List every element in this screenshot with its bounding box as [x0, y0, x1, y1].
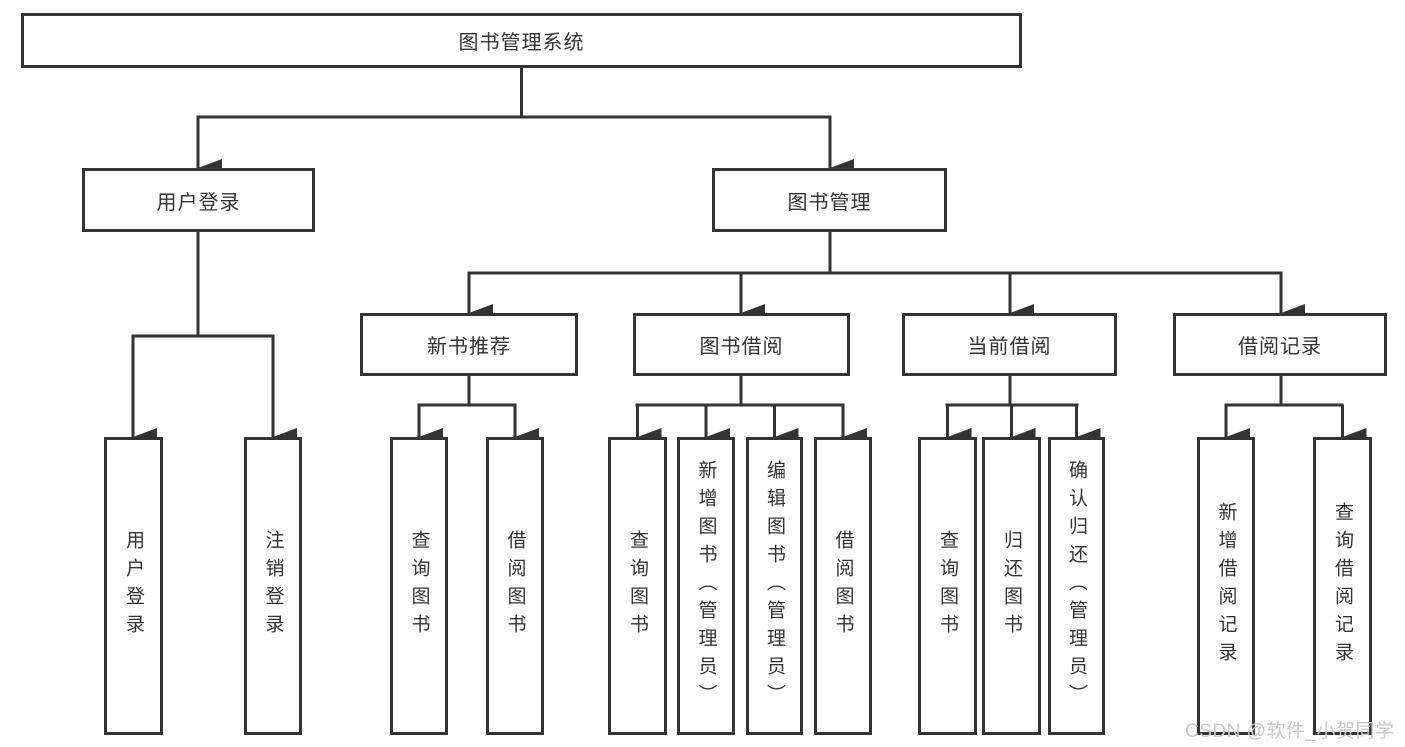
node-new-book-recommend: 新书推荐: [360, 313, 578, 376]
leaf-edit-book-admin: 编辑图书（管理员）: [746, 437, 803, 735]
node-book-management: 图书管理: [712, 168, 947, 232]
leaf-query-borrow-record: 查询借阅记录: [1313, 437, 1372, 735]
leaf-borrow-book-recommend: 借阅图书: [486, 437, 544, 735]
leaf-query-book-borrow: 查询图书: [608, 437, 667, 735]
node-user-login: 用户登录: [82, 168, 315, 232]
leaf-logout-login: 注销登录: [244, 437, 302, 735]
leaf-add-book-admin: 新增图书（管理员）: [677, 437, 735, 735]
leaf-query-book-current: 查询图书: [918, 437, 977, 735]
leaf-return-book: 归还图书: [982, 437, 1041, 735]
leaf-borrow-book: 借阅图书: [814, 437, 872, 735]
node-library-system: 图书管理系统: [21, 13, 1022, 68]
node-borrow-records: 借阅记录: [1173, 313, 1387, 376]
leaf-add-borrow-record: 新增借阅记录: [1197, 437, 1255, 735]
node-book-borrow: 图书借阅: [633, 313, 850, 376]
leaf-query-book-recommend: 查询图书: [390, 437, 448, 735]
node-current-borrow: 当前借阅: [902, 313, 1117, 376]
csdn-watermark: CSDN @软件_小贺同学: [1185, 721, 1395, 742]
leaf-user-login: 用户登录: [104, 437, 163, 735]
leaf-confirm-return-admin: 确认归还（管理员）: [1048, 437, 1105, 735]
